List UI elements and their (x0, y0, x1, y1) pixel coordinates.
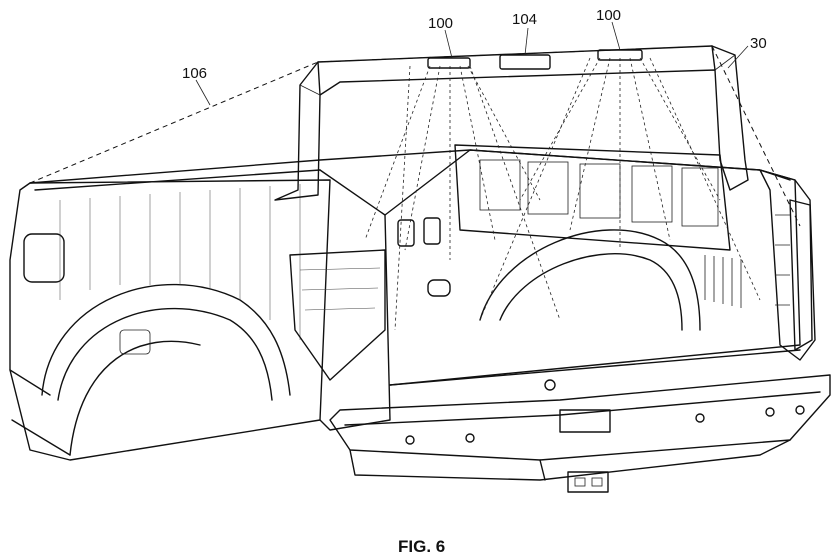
light-field-outline (29, 45, 801, 227)
rear-bumper (329, 374, 831, 493)
truck-body (9, 149, 791, 461)
label-light-left: 100 (428, 15, 453, 32)
leader-lines (195, 21, 749, 106)
label-light-right: 100 (596, 7, 621, 24)
truck-bed (289, 144, 816, 431)
label-light-field: 106 (182, 65, 207, 82)
label-center-module: 104 (512, 11, 537, 28)
label-truck-bed: 30 (750, 35, 767, 52)
light-beams (364, 57, 761, 331)
figure-caption: FIG. 6 (398, 537, 445, 556)
